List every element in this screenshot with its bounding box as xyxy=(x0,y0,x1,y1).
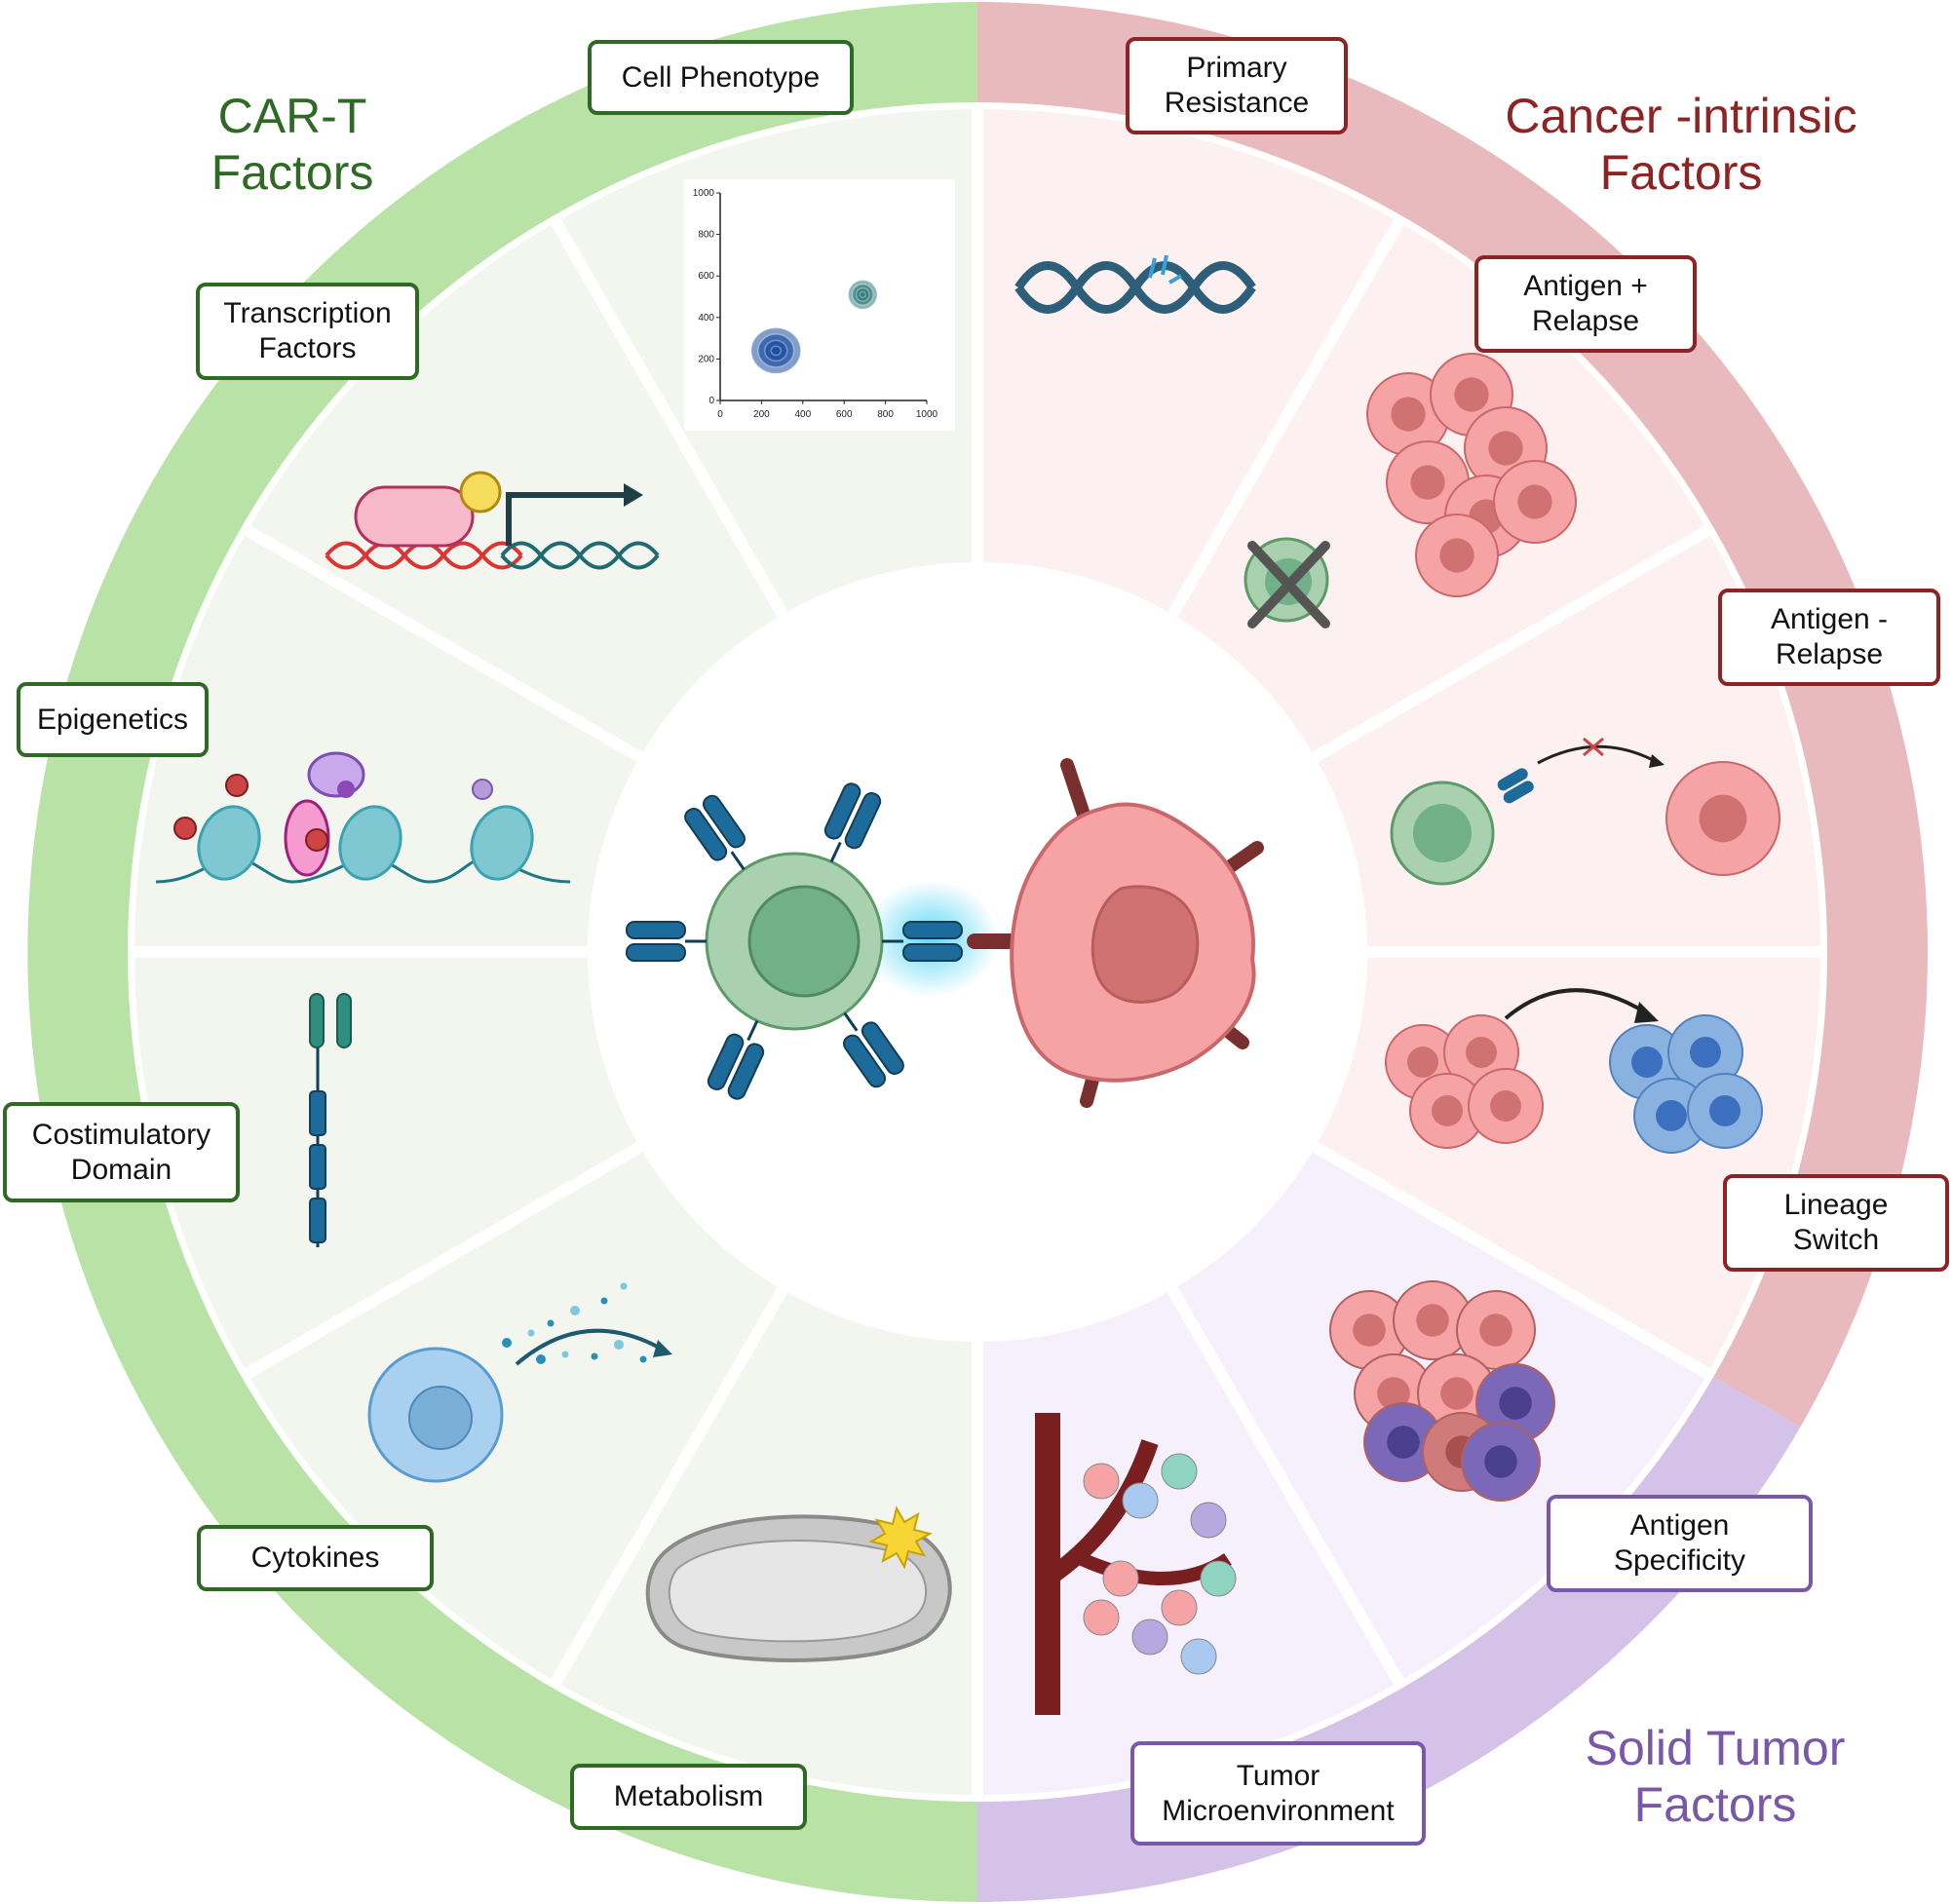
broken-dna-icon xyxy=(1014,254,1256,314)
heterogeneous-tumor-icon xyxy=(1329,1280,1555,1502)
scatter-population-population-1 xyxy=(750,326,802,375)
label-primary-resistance: Primary Resistance xyxy=(1126,37,1348,134)
sector-divider xyxy=(1312,1141,1715,1382)
car-receptors xyxy=(626,782,963,1100)
sector-divider xyxy=(1167,214,1407,618)
sector-divider xyxy=(240,1141,643,1382)
x-tick-label: 800 xyxy=(877,409,894,420)
scatter-population-population-2 xyxy=(847,279,878,311)
sector-dividers xyxy=(130,104,1825,1800)
y-tick-label: 600 xyxy=(698,271,714,282)
x-tick-label: 0 xyxy=(717,409,723,420)
car-receptor-lower-left xyxy=(707,1019,765,1100)
group-title-solid-tumor: Solid Tumor Factors xyxy=(1585,1721,1846,1832)
label-epigenetics: Epigenetics xyxy=(17,682,209,757)
sector-cytokines xyxy=(247,1147,783,1683)
sector-divider xyxy=(548,1286,788,1690)
lineage-switch-icon xyxy=(1385,988,1763,1154)
nucleosome-icon xyxy=(155,751,571,884)
label-costimulatory-domain: Costimulatory Domain xyxy=(3,1102,240,1202)
tumor-microenvironment-icon xyxy=(1035,1413,1237,1715)
ring-car-t xyxy=(27,2,977,1902)
cytokine-secretion-icon xyxy=(367,1282,672,1483)
sector-transcription-factors xyxy=(247,221,783,757)
y-tick-label: 200 xyxy=(698,354,714,364)
mitochondrion-icon xyxy=(645,1505,952,1662)
ring-cancer-intrinsic xyxy=(977,2,1928,1428)
sector-divider xyxy=(240,522,643,763)
group-title-car-t: CAR-T Factors xyxy=(211,89,374,200)
transcription-factor-dna-icon xyxy=(325,471,660,570)
tumor-cluster-dead-tcell-icon xyxy=(1244,353,1577,628)
car-receptor-domain-icon xyxy=(309,993,352,1247)
sector-divider xyxy=(1312,522,1715,763)
sector-divider xyxy=(1167,1286,1407,1690)
x-tick-label: 400 xyxy=(794,409,811,420)
car-receptor-right xyxy=(882,921,963,962)
blocked-recognition-icon xyxy=(1390,737,1780,886)
y-tick-label: 0 xyxy=(708,396,714,406)
x-tick-label: 1000 xyxy=(916,409,938,420)
density-contour xyxy=(859,290,866,299)
flow-cytometry-plot-icon: 0 200 400 600 800 1000 0 200 400 600 800 1000 xyxy=(684,179,955,431)
label-cell-phenotype: Cell Phenotype xyxy=(588,40,854,115)
group-title-cancer-intrinsic: Cancer -intrinsic Factors xyxy=(1505,89,1857,200)
label-antigen-negative-relapse: Antigen - Relapse xyxy=(1718,589,1940,686)
car-t-cell-attacking-tumor-icon xyxy=(626,758,1264,1108)
car-t-cell xyxy=(705,852,884,1031)
car-receptor-left xyxy=(626,921,707,962)
x-tick-label: 600 xyxy=(836,409,853,420)
label-antigen-positive-relapse: Antigen + Relapse xyxy=(1474,255,1697,353)
sector-divider xyxy=(548,214,788,618)
density-contour xyxy=(770,345,783,357)
y-tick-label: 400 xyxy=(698,313,714,324)
x-tick-label: 200 xyxy=(753,409,770,420)
label-tumor-microenvironment: Tumor Microenvironment xyxy=(1130,1741,1426,1846)
label-cytokines: Cytokines xyxy=(197,1525,434,1591)
label-antigen-specificity: Antigen Specificity xyxy=(1547,1495,1813,1592)
plot-background xyxy=(684,179,955,431)
car-receptor-upper-right xyxy=(823,782,882,863)
sector-costimulatory-domain xyxy=(134,952,640,1374)
car-receptor-upper-left xyxy=(684,794,746,871)
label-transcription-factors: Transcription Factors xyxy=(196,283,419,380)
label-metabolism: Metabolism xyxy=(570,1764,807,1830)
sector-primary-resistance xyxy=(977,109,1399,615)
tumor-cell xyxy=(967,758,1264,1108)
label-lineage-switch: Lineage Switch xyxy=(1723,1174,1949,1272)
y-tick-label: 1000 xyxy=(693,188,715,199)
sector-icons xyxy=(155,254,1780,1715)
car-receptor-lower-right xyxy=(842,1011,904,1088)
sector-tumor-microenvironment xyxy=(977,1289,1399,1795)
y-tick-label: 800 xyxy=(698,230,714,241)
